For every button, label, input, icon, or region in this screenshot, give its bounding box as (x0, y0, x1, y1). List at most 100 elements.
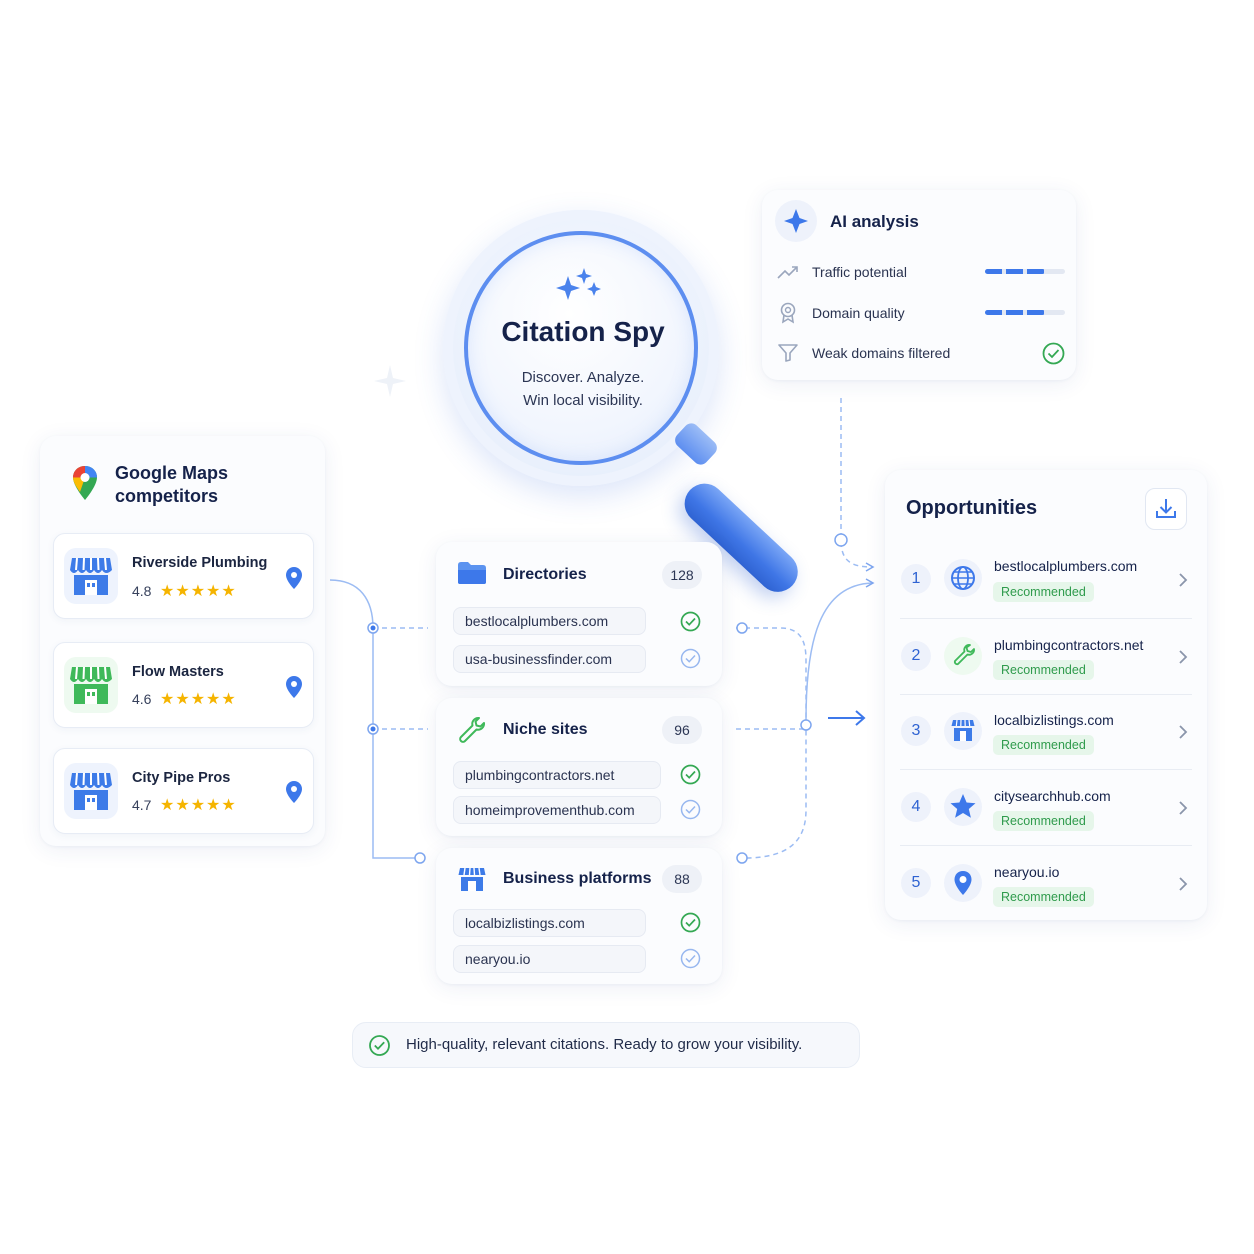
check-circle-icon (1042, 342, 1065, 365)
category-count: 128 (662, 561, 702, 589)
competitor-name: Riverside Plumbing (132, 555, 268, 571)
opportunity-rank: 1 (901, 564, 931, 594)
competitor-rating: 4.8 (132, 583, 152, 599)
competitor-name: Flow Masters (132, 664, 224, 680)
chevron-right-icon[interactable] (1176, 801, 1190, 815)
globe-icon (951, 566, 975, 590)
opportunity-rank: 2 (901, 641, 931, 671)
footer-text: High-quality, relevant citations. Ready … (406, 1036, 803, 1053)
check-circle-icon (680, 764, 701, 785)
domain-pill[interactable]: plumbingcontractors.net (453, 761, 661, 789)
storefront-icon (64, 657, 118, 713)
connector-node (736, 852, 748, 864)
category-title: Niche sites (503, 721, 588, 738)
pin-icon (954, 871, 972, 895)
google-maps-pin-icon (73, 466, 97, 500)
connector-competitors-trunk (329, 579, 420, 859)
connector-to-opportunities (805, 582, 873, 721)
domain-pill[interactable]: nearyou.io (453, 945, 646, 973)
brand-title: Citation Spy (501, 316, 665, 347)
store-icon (458, 867, 486, 891)
brand-subtitle: Discover. Analyze. Win local visibility. (464, 366, 702, 412)
connector-node (800, 719, 812, 731)
footer-banner (352, 1022, 860, 1068)
opportunity-rank: 5 (901, 868, 931, 898)
divider (900, 845, 1192, 846)
ai-row-traffic-label: Traffic potential (812, 264, 907, 280)
opportunity-domain[interactable]: localbizlistings.com (994, 712, 1114, 728)
divider (900, 769, 1192, 770)
location-pin-icon (286, 567, 302, 589)
check-circle-icon (369, 1035, 390, 1056)
location-pin-icon (286, 676, 302, 698)
category-count: 96 (662, 716, 702, 744)
opportunity-domain[interactable]: citysearchhub.com (994, 788, 1111, 804)
brand-subtitle-line1: Discover. Analyze. (521, 369, 645, 386)
chevron-right-icon[interactable] (1176, 725, 1190, 739)
divider (900, 694, 1192, 695)
opportunity-icon-circle (944, 712, 982, 750)
chevron-right-icon[interactable] (1176, 573, 1190, 587)
star-rating-icon: ★★★★★ (160, 583, 237, 600)
magnifier-glass (464, 231, 698, 465)
competitor-rating: 4.7 (132, 797, 152, 813)
chevron-right-icon[interactable] (1176, 877, 1190, 891)
star-icon (950, 794, 976, 818)
opportunity-domain[interactable]: plumbingcontractors.net (994, 637, 1144, 653)
competitor-name: City Pipe Pros (132, 770, 231, 786)
opportunity-icon-circle (944, 559, 982, 597)
ai-icon-circle (775, 200, 817, 242)
domain-pill[interactable]: usa-businessfinder.com (453, 645, 646, 673)
opportunity-icon-circle (944, 864, 982, 902)
wrench-icon (953, 644, 975, 666)
storefront-icon (64, 763, 118, 819)
check-circle-icon (680, 611, 701, 632)
domain-pill[interactable]: localbizlistings.com (453, 909, 646, 937)
store-icon (951, 719, 975, 741)
wrench-icon (459, 716, 486, 743)
competitor-rating: 4.6 (132, 691, 152, 707)
opportunity-rank: 3 (901, 716, 931, 746)
domain-quality-bar (985, 310, 1065, 315)
star-rating-icon: ★★★★★ (160, 691, 237, 708)
domain-pill[interactable]: bestlocalplumbers.com (453, 607, 646, 635)
folder-icon (458, 562, 486, 584)
check-circle-outline-icon (680, 799, 701, 820)
recommended-badge: Recommended (993, 811, 1094, 831)
competitors-title-line1: Google Maps (115, 463, 229, 483)
trend-up-icon (777, 266, 798, 279)
competitors-title: Google Maps competitors (115, 462, 228, 508)
ai-row-weak-label: Weak domains filtered (812, 345, 951, 361)
ai-row-domain-label: Domain quality (812, 305, 905, 321)
recommended-badge: Recommended (993, 735, 1094, 755)
opportunity-domain[interactable]: bestlocalplumbers.com (994, 558, 1138, 574)
download-button[interactable] (1145, 488, 1187, 530)
opportunity-icon-circle (944, 788, 982, 826)
recommended-badge: Recommended (993, 582, 1094, 602)
sparkle-decoration-icon (374, 365, 406, 397)
opportunity-rank: 4 (901, 792, 931, 822)
download-icon (1156, 499, 1176, 518)
filter-icon (778, 344, 798, 362)
sparkles-icon (556, 268, 601, 300)
connector-node (736, 622, 748, 634)
traffic-potential-bar (985, 269, 1065, 274)
competitors-title-line2: competitors (115, 486, 219, 506)
connector-ai-to-opportunities (840, 398, 873, 568)
opportunity-domain[interactable]: nearyou.io (994, 864, 1060, 880)
opportunity-icon-circle (944, 637, 982, 675)
chevron-right-icon[interactable] (1176, 650, 1190, 664)
opportunities-card (885, 470, 1207, 920)
recommended-badge: Recommended (993, 660, 1094, 680)
category-count: 88 (662, 865, 702, 893)
domain-pill[interactable]: homeimprovementhub.com (453, 796, 661, 824)
location-pin-icon (286, 781, 302, 803)
competitor-card[interactable] (53, 533, 314, 619)
badge-icon (780, 302, 796, 324)
check-circle-outline-icon (680, 948, 701, 969)
check-circle-outline-icon (680, 648, 701, 669)
connector-categories-merge (736, 627, 807, 859)
category-title: Business platforms (503, 870, 652, 887)
storefront-icon (64, 548, 118, 604)
